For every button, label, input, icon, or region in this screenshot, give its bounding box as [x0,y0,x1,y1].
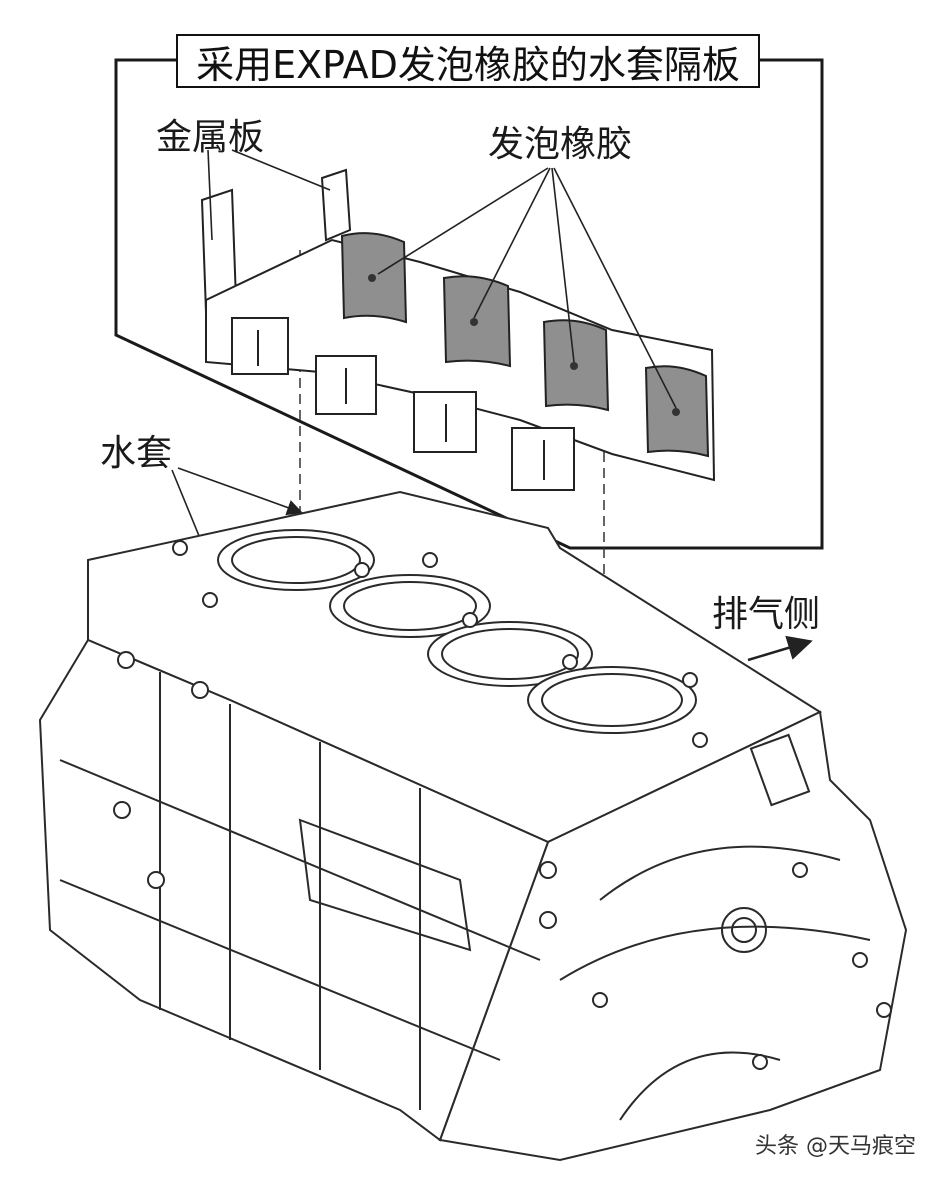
leader-foam-4 [553,167,677,409]
bolt-holes [113,540,892,1070]
metal-plate-tab-mid [320,168,352,242]
watermark: 头条 @天马痕空 [755,1134,916,1159]
leader-metal-1 [207,149,213,241]
water-jacket-separator [200,168,716,491]
label-exhaust-side: 排气侧 [712,594,821,635]
front-details [559,733,871,1121]
leader-jacket-2 [177,467,304,516]
callout-frame [114,58,824,550]
side-ribs [59,672,541,1110]
label-metal-plate: 金属板 [156,117,265,158]
lower-tabs [231,317,575,491]
leader-lines [171,149,677,551]
label-foam-rubber: 发泡橡胶 [488,124,633,165]
diagram-title: 采用EXPAD发泡橡胶的水套隔板 [176,34,760,88]
exhaust-arrow-icon [747,635,813,662]
leader-foam-3 [551,167,575,363]
cylinder-bores [217,529,697,734]
engine-block [38,490,908,1162]
leader-foam-2 [473,167,551,319]
foam-pad-dots [368,274,680,416]
label-water-jacket: 水套 [100,433,173,474]
leader-foam-1 [377,167,549,275]
leader-metal-2 [231,149,331,191]
